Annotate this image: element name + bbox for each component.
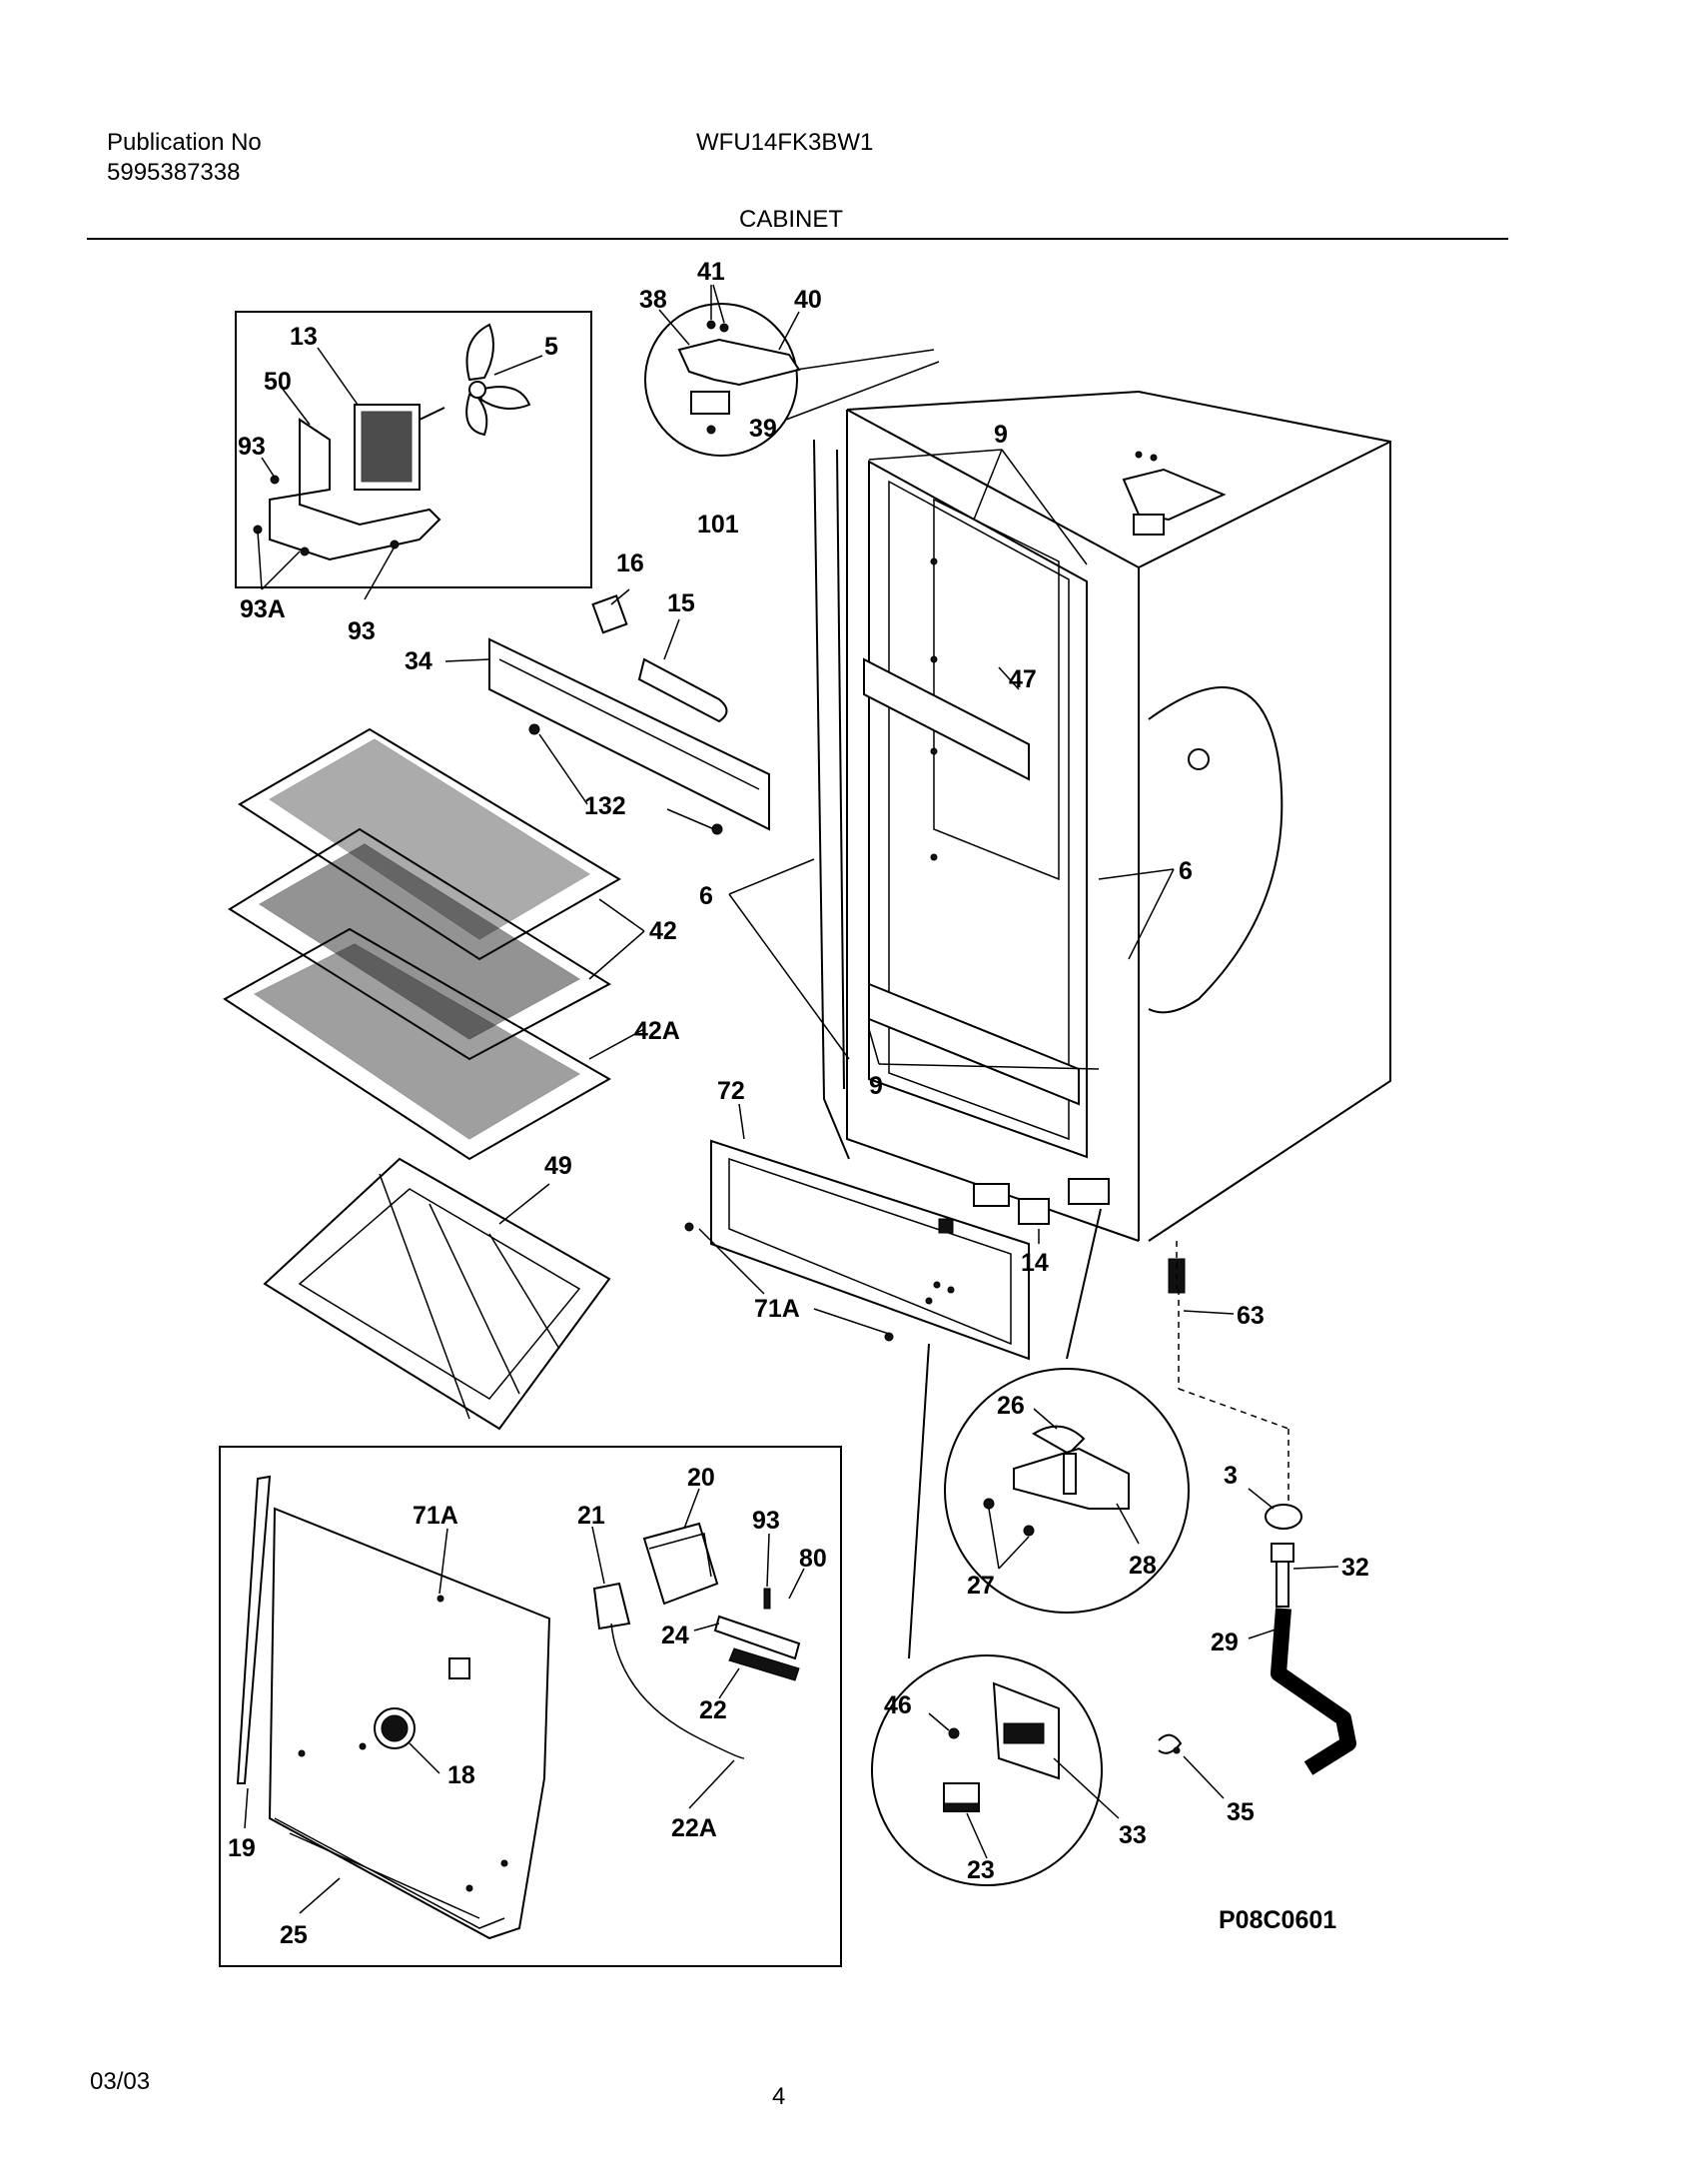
toe-grille: 72 71A	[684, 1077, 1030, 1361]
callout-22A: 22A	[671, 1814, 717, 1842]
callout-42A: 42A	[634, 1017, 680, 1045]
callout-38: 38	[639, 286, 667, 314]
callout-50: 50	[264, 368, 292, 396]
callout-19: 19	[228, 1834, 256, 1862]
callout-5: 5	[544, 333, 558, 361]
callout-63: 63	[1237, 1302, 1265, 1330]
fan-motor-inset: 13 5 50 93	[235, 311, 592, 600]
publication-number: 5995387338	[107, 159, 241, 186]
diagram-code: P08C0601	[1219, 1906, 1336, 1934]
machine-compartment-inset: 71A 18 19 25 21 20 93 80 24 22 22A	[219, 1446, 842, 1967]
section-title: CABINET	[739, 206, 844, 233]
callout-49: 49	[544, 1152, 572, 1180]
callout-15: 15	[667, 589, 695, 617]
callout-29: 29	[1211, 1629, 1239, 1656]
callout-32: 32	[1341, 1554, 1369, 1582]
callout-34: 34	[405, 647, 432, 675]
shelf-top	[238, 727, 621, 961]
callout-93-c: 93	[752, 1507, 780, 1535]
callout-28: 28	[1129, 1552, 1157, 1580]
callout-22: 22	[699, 1696, 727, 1724]
callout-14: 14	[1021, 1249, 1049, 1277]
callout-21: 21	[577, 1502, 605, 1530]
callout-42: 42	[649, 917, 677, 945]
callout-3: 3	[1224, 1462, 1238, 1490]
lower-hinge-detail: 26 27 28	[944, 1368, 1190, 1614]
callout-35: 35	[1227, 1798, 1255, 1826]
callout-132: 132	[584, 792, 626, 820]
callout-27: 27	[967, 1572, 995, 1600]
callout-80: 80	[799, 1545, 827, 1573]
callout-23: 23	[967, 1856, 995, 1884]
drain-assembly: 3 32 29	[1211, 1462, 1369, 1775]
callout-20: 20	[687, 1464, 715, 1492]
header-rule	[87, 238, 1508, 240]
model-number: WFU14FK3BW1	[696, 129, 874, 156]
callout-40: 40	[794, 286, 822, 314]
callout-41: 41	[697, 258, 725, 286]
callout-18: 18	[447, 1761, 475, 1789]
callout-25: 25	[280, 1921, 308, 1949]
callout-47: 47	[1009, 665, 1037, 693]
basket: 49	[263, 1152, 611, 1431]
callout-6: 6	[699, 882, 713, 910]
callout-71A-b: 71A	[413, 1502, 458, 1530]
shelf-bottom	[223, 927, 612, 1161]
callout-33: 33	[1119, 1821, 1147, 1849]
cabinet	[813, 391, 1391, 1294]
callout-6-b: 6	[1179, 857, 1193, 885]
callout-13: 13	[290, 323, 318, 351]
publication-label: Publication No	[107, 129, 262, 156]
callout-16: 16	[616, 549, 644, 577]
bottom-hardware: 14	[908, 1178, 1110, 1659]
top-hinge-detail: 41 38 40 39 101	[639, 258, 822, 539]
callout-71A: 71A	[754, 1295, 800, 1323]
page-number: 4	[772, 2083, 786, 2110]
callout-93: 93	[238, 433, 266, 461]
callout-9-b: 9	[869, 1072, 883, 1100]
callout-72: 72	[717, 1077, 745, 1105]
shelf-middle	[228, 827, 611, 1061]
callout-9: 9	[994, 421, 1008, 449]
callout-93-b: 93	[348, 617, 376, 645]
switch-detail: 46 33 23	[871, 1654, 1147, 1886]
callout-24: 24	[661, 1622, 689, 1649]
footer-date: 03/03	[90, 2068, 151, 2095]
callout-46: 46	[884, 1691, 912, 1719]
callout-39: 39	[749, 415, 777, 443]
clip-35: 35	[1158, 1733, 1255, 1826]
fan-blade	[465, 323, 531, 437]
light-assembly: 16 15 34 132	[405, 549, 770, 835]
callout-101: 101	[697, 511, 739, 539]
callout-26: 26	[997, 1392, 1025, 1420]
wire-shelves: 42 42A	[223, 727, 680, 1161]
callout-93A: 93A	[240, 595, 286, 623]
